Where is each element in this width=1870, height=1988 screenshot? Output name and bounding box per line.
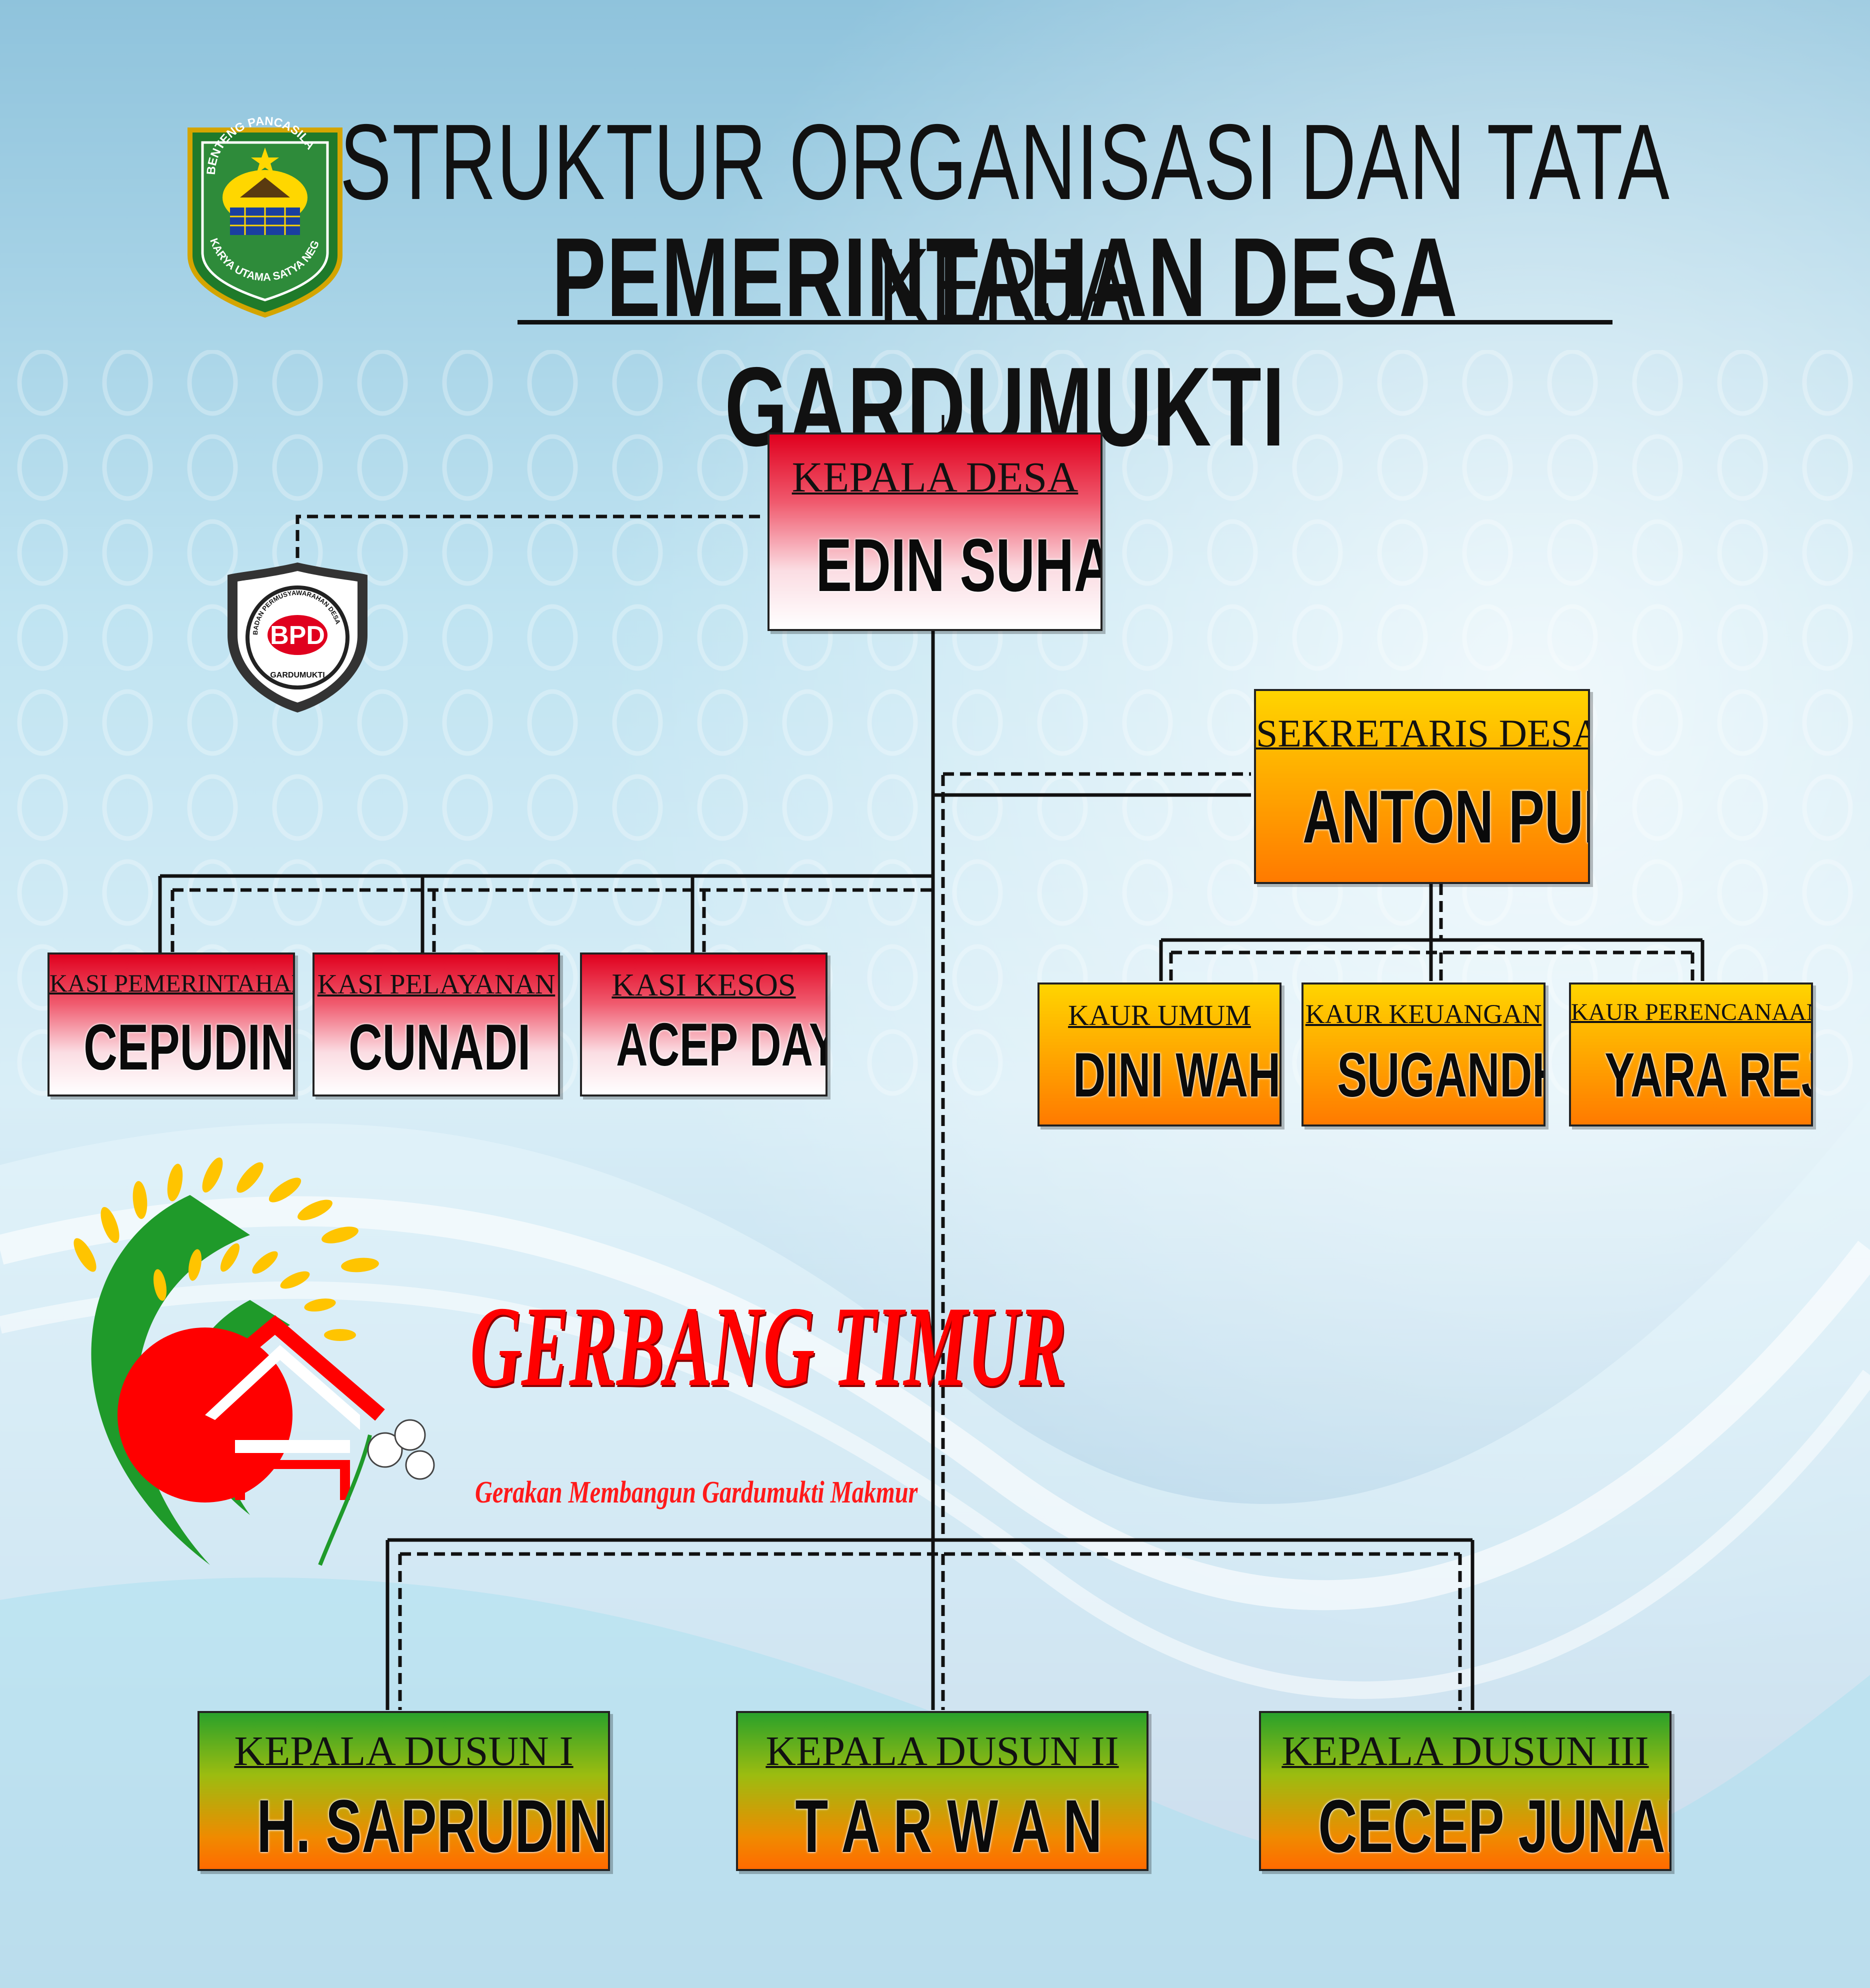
kasi-name: ACEP DAYAT — [616, 1010, 826, 1078]
kasi-name: CEPUDIN — [84, 1010, 294, 1084]
sekretaris-desa-box: SEKRETARIS DESA ANTON PURNAMA — [1254, 689, 1590, 884]
kasi-name: CUNADI — [348, 1010, 531, 1084]
bpd-abbrev: BPD — [270, 621, 325, 650]
kepala-desa-role: KEPALA DESA — [792, 453, 1078, 501]
program-title: GERBANG TIMUR — [470, 1282, 1066, 1410]
kepala-desa-box: KEPALA DESA EDIN SUHAEDIN — [768, 432, 1102, 631]
dusun-name: H. SAPRUDIN — [256, 1784, 608, 1868]
dusun-name: T A R W A N — [795, 1784, 1102, 1868]
sekretaris-desa-role: SEKRETARIS DESA — [1256, 712, 1590, 755]
kaur-role: KAUR UMUM — [1068, 999, 1251, 1032]
dusun-name: CECEP JUNAEDI — [1318, 1784, 1670, 1868]
kasi-pelayanan-box: KASI PELAYANAN CUNADI — [312, 952, 560, 1096]
program-subtitle: Gerakan Membangun Gardumukti Makmur — [475, 1476, 918, 1510]
kaur-role: KAUR PERENCANAAN — [1571, 999, 1813, 1026]
kasi-role: KASI PEMERINTAHAN — [50, 969, 295, 997]
kaur-umum-box: KAUR UMUM DINI WAHDINI — [1038, 982, 1282, 1126]
kaur-name: SUGANDHI — [1337, 1040, 1544, 1110]
rice-house-logo-icon — [74, 1158, 435, 1566]
bpd-bottom-text: GARDUMUKTI — [270, 671, 324, 680]
kepala-dusun-1-box: KEPALA DUSUN I H. SAPRUDIN — [198, 1711, 610, 1871]
sekretaris-desa-name: ANTON PURNAMA — [1302, 774, 1588, 858]
kaur-keuangan-box: KAUR KEUANGAN SUGANDHI — [1302, 982, 1546, 1126]
kasi-role: KASI PELAYANAN — [317, 969, 556, 1000]
page-subtitle: PEMERINTAHAN DESA GARDUMUKTI — [552, 214, 1458, 470]
dusun-role: KEPALA DUSUN II — [766, 1728, 1119, 1774]
dusun-role: KEPALA DUSUN I — [234, 1728, 574, 1774]
page-title: STRUKTUR ORGANISASI DAN TATA KERJA — [340, 102, 1670, 346]
dusun-role: KEPALA DUSUN III — [1282, 1728, 1649, 1774]
kasi-role: KASI KESOS — [612, 967, 796, 1002]
kaur-name: YARA REJUNI — [1604, 1040, 1811, 1110]
kaur-perencanaan-box: KAUR PERENCANAAN YARA REJUNI — [1569, 982, 1813, 1126]
title-underline — [518, 320, 1612, 324]
kaur-name: DINI WAHDINI — [1073, 1040, 1281, 1110]
kasi-pemerintahan-box: KASI PEMERINTAHAN CEPUDIN — [48, 952, 295, 1096]
bpd-shield-icon: BPD BADAN PERMUSYAWARAHAN DESA GARDUMUKT… — [228, 562, 368, 712]
kasi-kesos-box: KASI KESOS ACEP DAYAT — [580, 952, 828, 1096]
regency-emblem-icon: BENTENG PANCASILA KARYA UTAMA SATYA NEGA… — [180, 115, 342, 318]
kepala-dusun-3-box: KEPALA DUSUN III CECEP JUNAEDI — [1259, 1711, 1672, 1871]
kaur-role: KAUR KEUANGAN — [1305, 999, 1542, 1029]
kepala-desa-name: EDIN SUHAEDIN — [816, 523, 1102, 607]
kepala-dusun-2-box: KEPALA DUSUN II T A R W A N — [736, 1711, 1148, 1871]
